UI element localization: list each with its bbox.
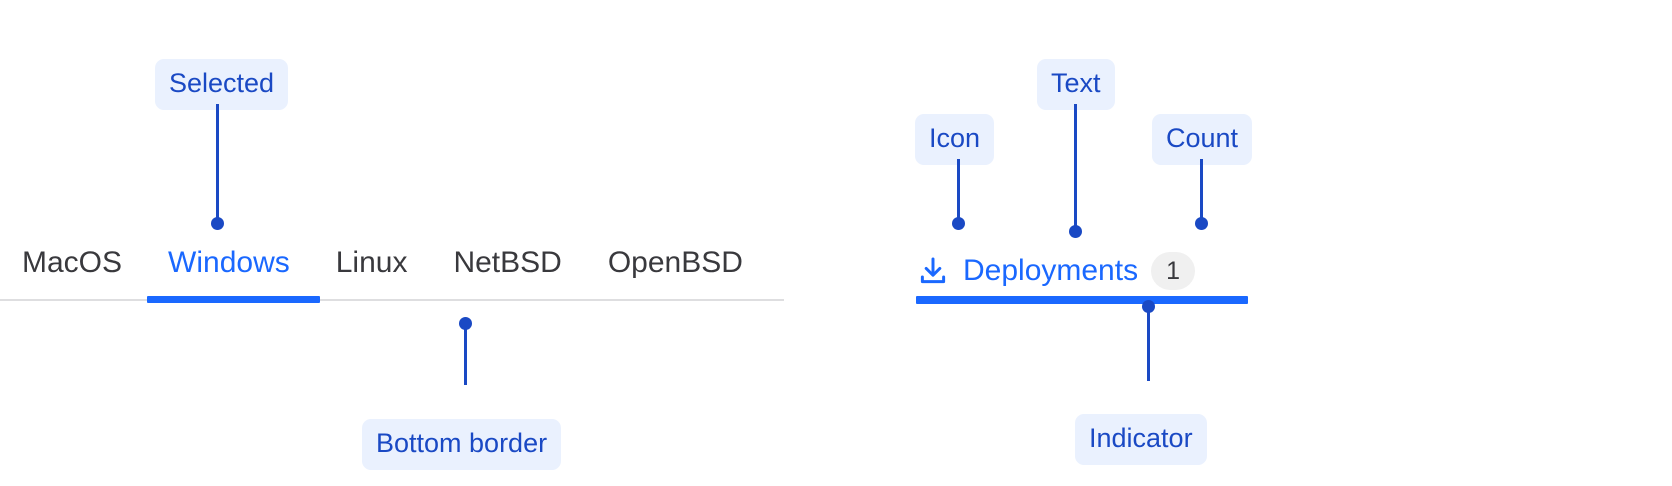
leader-line-icon	[957, 159, 960, 221]
leader-dot-selected	[211, 217, 224, 230]
tab-netbsd[interactable]: NetBSD	[453, 246, 562, 279]
callout-count: Count	[1152, 114, 1253, 165]
tab-openbsd[interactable]: OpenBSD	[607, 246, 743, 279]
tab-deployments-label: Deployments	[963, 254, 1139, 287]
leader-line-text	[1074, 104, 1077, 229]
callout-text: Text	[1037, 59, 1115, 110]
deployments-count-badge: 1	[1151, 252, 1196, 290]
download-icon	[920, 257, 946, 284]
leader-dot-text	[1069, 225, 1082, 238]
tab-bar-deployments: Deployments 1	[916, 243, 1248, 304]
tab-row: MacOS Windows Linux NetBSD OpenBSD	[0, 243, 784, 299]
tab-deployments[interactable]: Deployments 1	[916, 243, 1196, 299]
tab-bar-os: MacOS Windows Linux NetBSD OpenBSD	[0, 243, 784, 303]
tab-active-indicator	[916, 296, 1248, 304]
callout-bottom-border: Bottom border	[362, 419, 562, 470]
callout-icon: Icon	[915, 114, 995, 165]
leader-line-indicator	[1147, 306, 1150, 381]
leader-line-count	[1200, 159, 1203, 221]
callout-selected: Selected	[155, 59, 289, 110]
leader-dot-count	[1195, 217, 1208, 230]
tab-selected-underline	[147, 296, 320, 303]
tab-linux[interactable]: Linux	[335, 246, 408, 279]
leader-line-selected	[216, 104, 219, 221]
callout-indicator: Indicator	[1075, 414, 1207, 465]
leader-line-bottom-border	[464, 323, 467, 385]
tab-windows[interactable]: Windows	[168, 246, 290, 279]
leader-dot-bottom-border	[459, 317, 472, 330]
tab-macos[interactable]: MacOS	[22, 246, 123, 279]
leader-dot-icon	[952, 217, 965, 230]
tab-bar-bottom-border	[0, 299, 784, 301]
